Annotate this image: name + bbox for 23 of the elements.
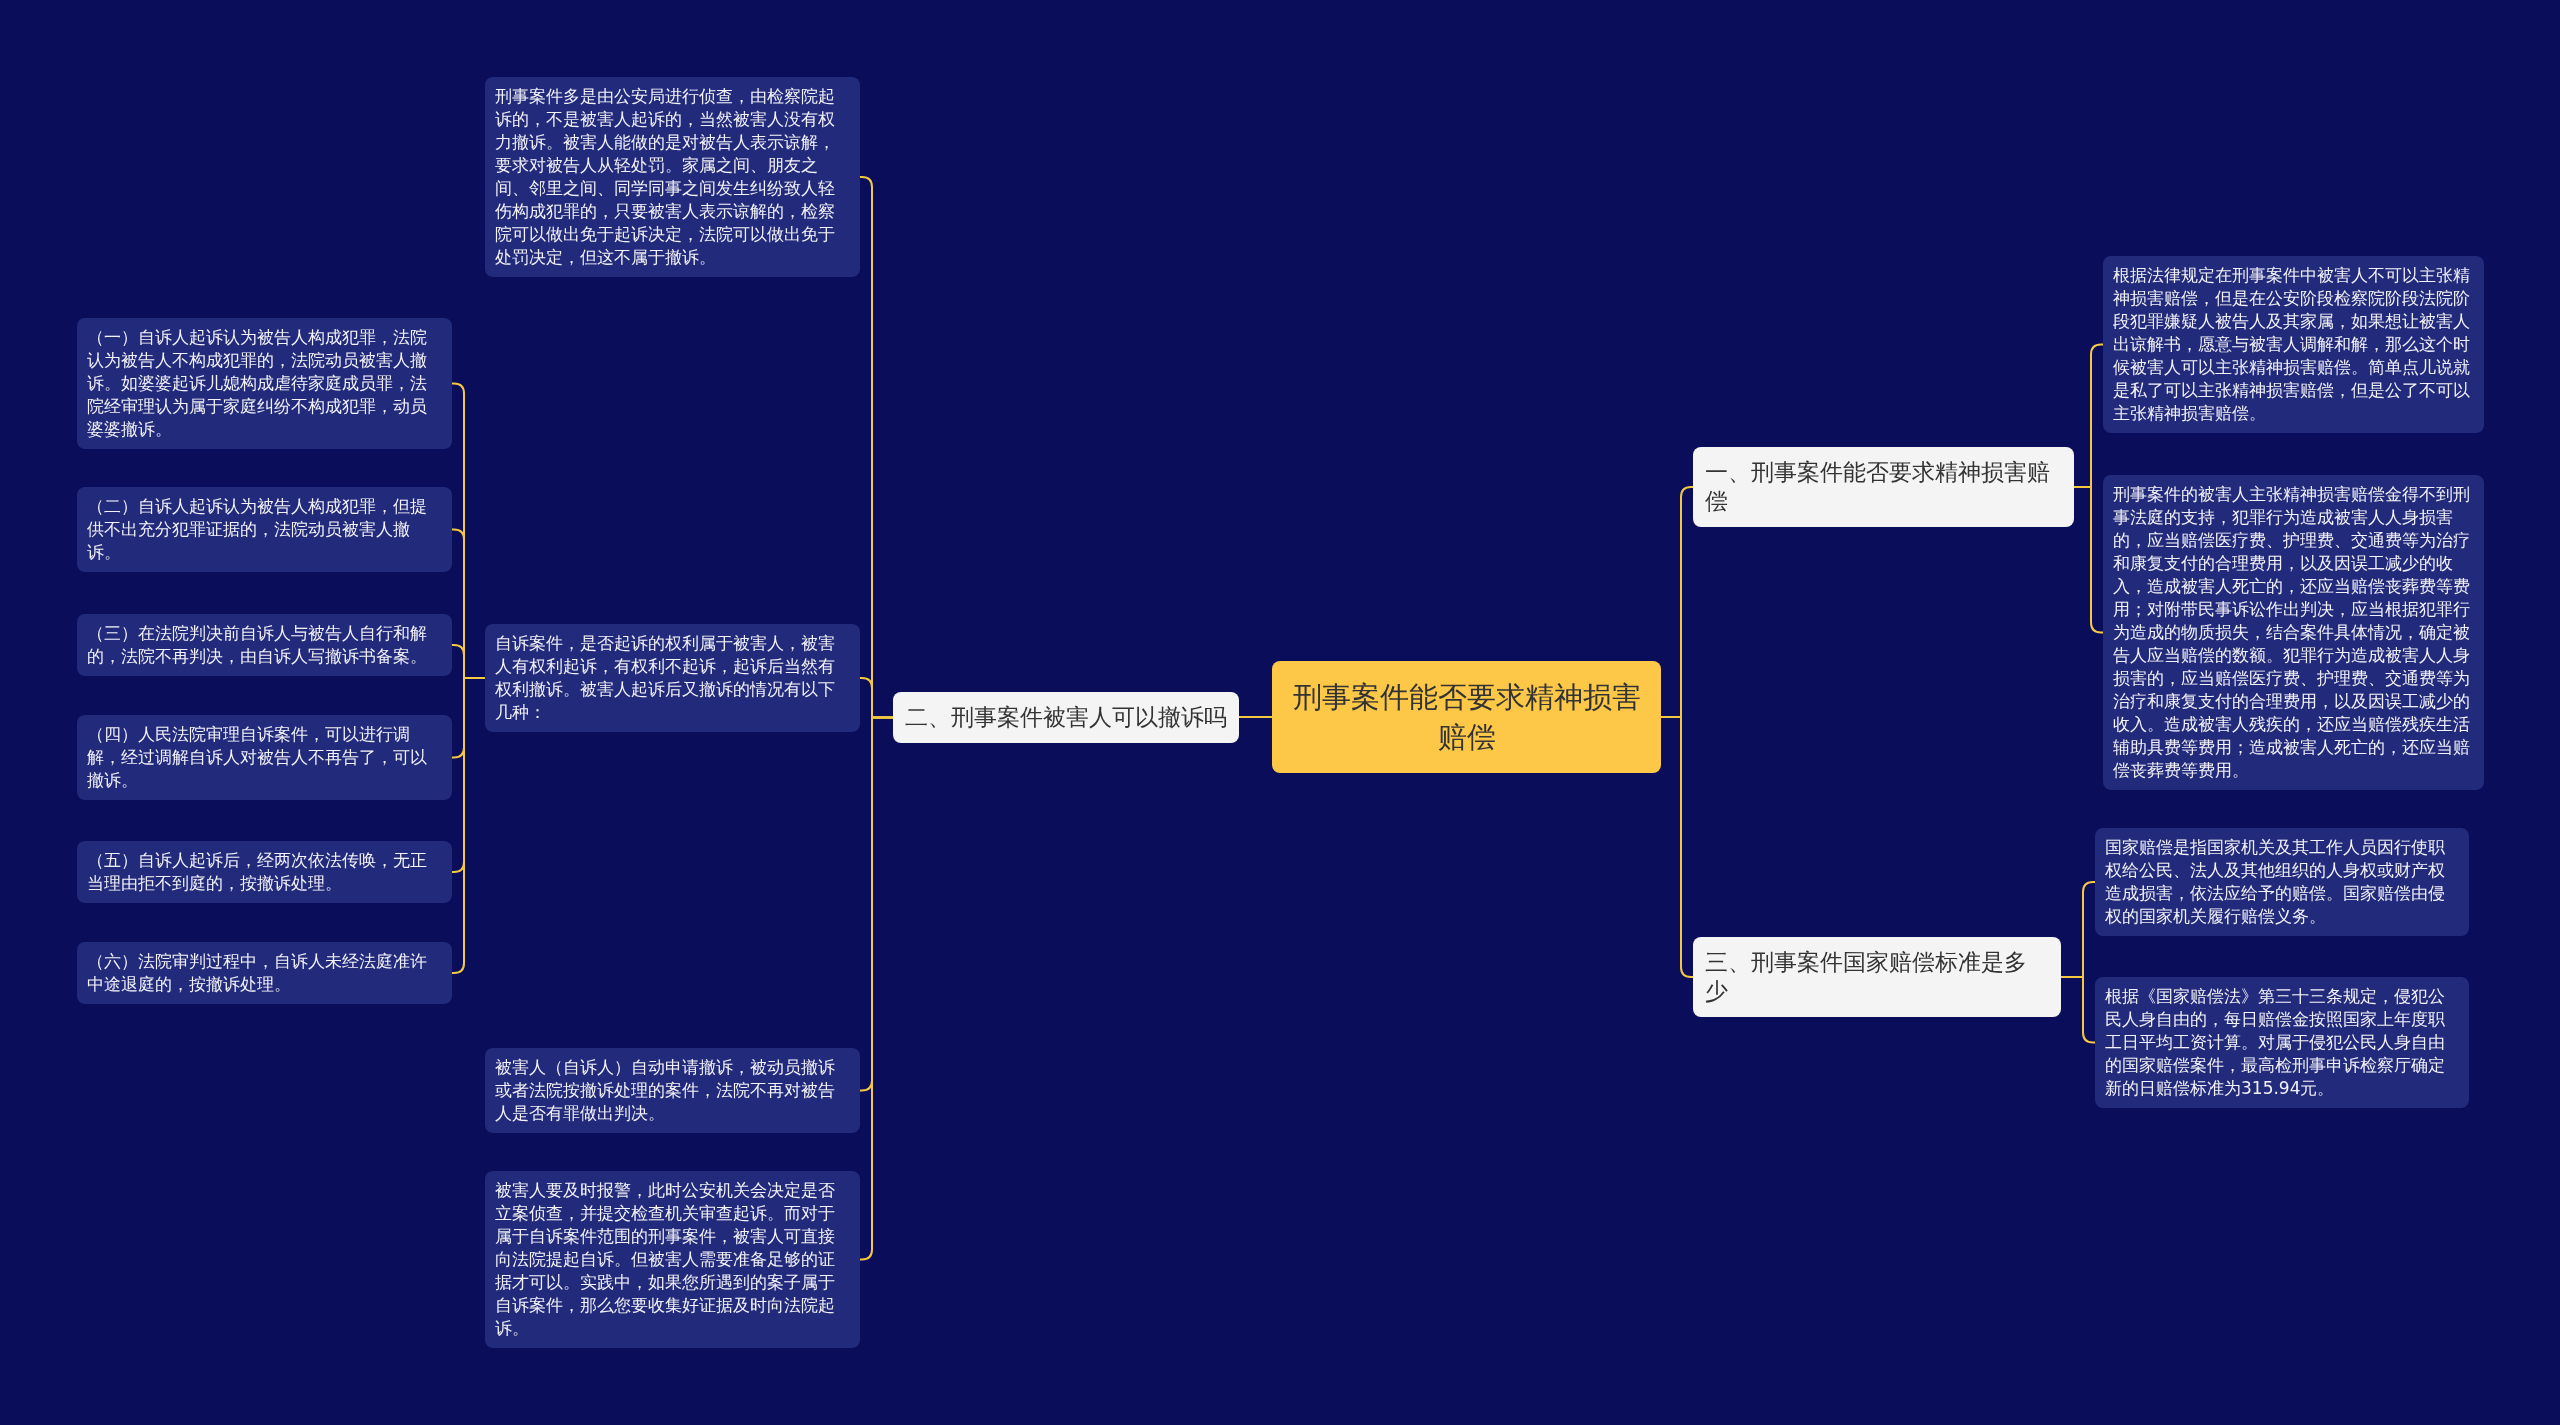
text-card: 自诉案件，是否起诉的权利属于被害人，被害人有权利起诉，有权利不起诉，起诉后当然有权利撤诉。被害人起诉后又撤诉的情况有以下几种： (485, 624, 860, 732)
text-card: 根据法律规定在刑事案件中被害人不可以主张精神损害赔偿，但是在公安阶段检察院阶段法院阶段犯罪嫌疑人被告人及其家属，如果想让被害人出谅解书，愿意与被害人调解和解，那么这个时候被害人可以主张精神损害赔偿。简单点儿说就是私了可以主张精神损害赔偿，但是公了不可以主张精神损害赔偿。 (2103, 256, 2484, 433)
central-topic: 刑事案件能否要求精神损害赔偿 (1272, 661, 1661, 773)
text-card: （二）自诉人起诉认为被告人构成犯罪，但提供不出充分犯罪证据的，法院动员被害人撤诉。 (77, 487, 452, 572)
text-card: （三）在法院判决前自诉人与被告人自行和解的，法院不再判决，由自诉人写撤诉书备案。 (77, 614, 452, 676)
text-card: （四）人民法院审理自诉案件，可以进行调解，经过调解自诉人对被告人不再告了，可以撤诉。 (77, 715, 452, 800)
branch-topic: 一、刑事案件能否要求精神损害赔偿 (1693, 447, 2074, 527)
branch-topic: 三、刑事案件国家赔偿标准是多少 (1693, 937, 2061, 1017)
text-card: 被害人（自诉人）自动申请撤诉，被动员撤诉或者法院按撤诉处理的案件，法院不再对被告人是否有罪做出判决。 (485, 1048, 860, 1133)
connector-line (2060, 976, 2096, 1044)
text-card: 刑事案件的被害人主张精神损害赔偿金得不到刑事法庭的支持，犯罪行为造成被害人人身损害的，应当赔偿医疗费、护理费、交通费等为治疗和康复支付的合理费用，以及因误工减少的收入，造成被害人死亡的，还应当赔偿丧葬费等费用；对附带民事诉讼作出判决，应当根据犯罪行为造成的物质损失，结合案件具体情况，确定被告人应当赔偿的数额。犯罪行为造成被害人人身损害的，应当赔偿医疗费、护理费、交通费等为治疗和康复支付的合理费用，以及因误工减少的收入。造成被害人残疾的，还应当赔偿残疾生活辅助具费等费用；造成被害人死亡的，还应当赔偿丧葬费等费用。 (2103, 475, 2484, 790)
text-card: 国家赔偿是指国家机关及其工作人员因行使职权给公民、法人及其他组织的人身权或财产权造成损害，依法应给予的赔偿。国家赔偿由侵权的国家机关履行赔偿义务。 (2095, 828, 2469, 936)
connector-line (1238, 716, 1273, 718)
text-card: （五）自诉人起诉后，经两次依法传唤，无正当理由拒不到庭的，按撤诉处理。 (77, 841, 452, 903)
text-card: （六）法院审判过程中，自诉人未经法庭准许中途退庭的，按撤诉处理。 (77, 942, 452, 1004)
text-card: 被害人要及时报警，此时公安机关会决定是否立案侦查，并提交检查机关审查起诉。而对于属于自诉案件范围的刑事案件，被害人可直接向法院提起自诉。但被害人需要准备足够的证据才可以。实践中，如果您所遇到的案子属于自诉案件，那么您要收集好证据及时向法院起诉。 (485, 1171, 860, 1348)
branch-topic: 二、刑事案件被害人可以撤诉吗 (893, 692, 1239, 743)
text-card: 刑事案件多是由公安局进行侦查，由检察院起诉的，不是被害人起诉的，当然被害人没有权力撤诉。被害人能做的是对被告人表示谅解，要求对被告人从轻处罚。家属之间、朋友之间、邻里之间、同学同事之间发生纠纷致人轻伤构成犯罪的，只要被害人表示谅解的，检察院可以做出免于起诉决定，法院可以做出免于处罚决定，但这不属于撤诉。 (485, 77, 860, 277)
connector-line (859, 716, 894, 1261)
connector-line (451, 677, 486, 974)
connector-line (1660, 716, 1694, 978)
text-card: 根据《国家赔偿法》第三十三条规定，侵犯公民人身自由的，每日赔偿金按照国家上年度职工日平均工资计算。对属于侵犯公民人身自由的国家赔偿案件，最高检刑事申诉检察厅确定新的日赔偿标准为315.94元。 (2095, 977, 2469, 1108)
text-card: （一）自诉人起诉认为被告人构成犯罪，法院认为被告人不构成犯罪的，法院动员被害人撤诉。如婆婆起诉儿媳构成虐待家庭成员罪，法院经审理认为属于家庭纠纷不构成犯罪，动员婆婆撤诉。 (77, 318, 452, 449)
